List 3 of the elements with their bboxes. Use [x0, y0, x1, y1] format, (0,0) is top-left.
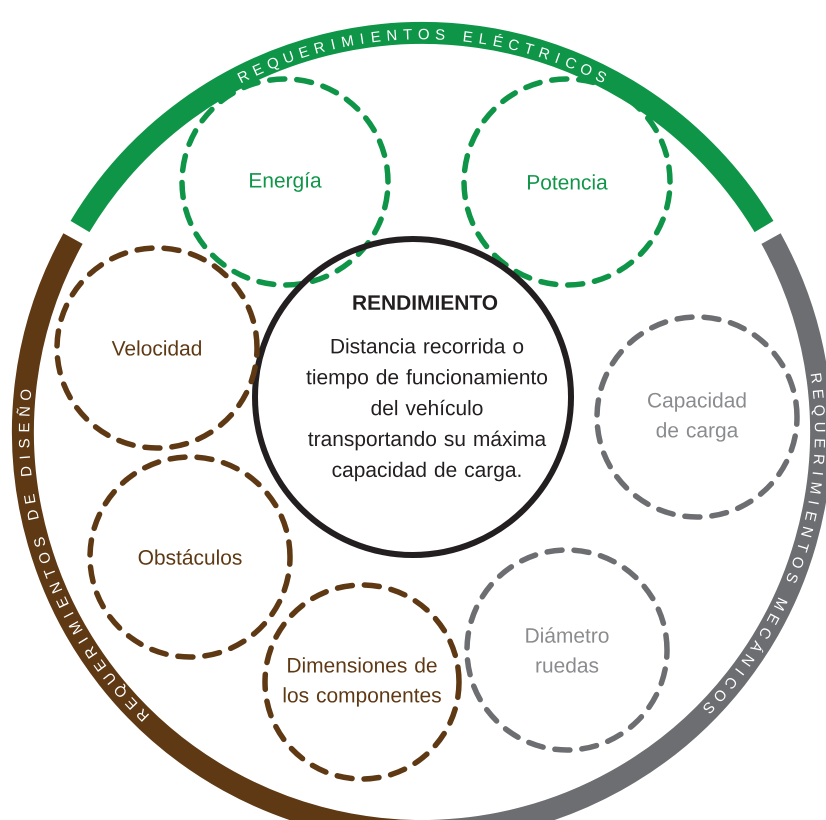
description: Distancia recorrida o tiempo de funcionamiento del vehículo transportando su máxima capacidad de carga. [306, 338, 548, 482]
heading: RENDIMIENTO [353, 295, 498, 310]
arc-band [70, 22, 774, 233]
